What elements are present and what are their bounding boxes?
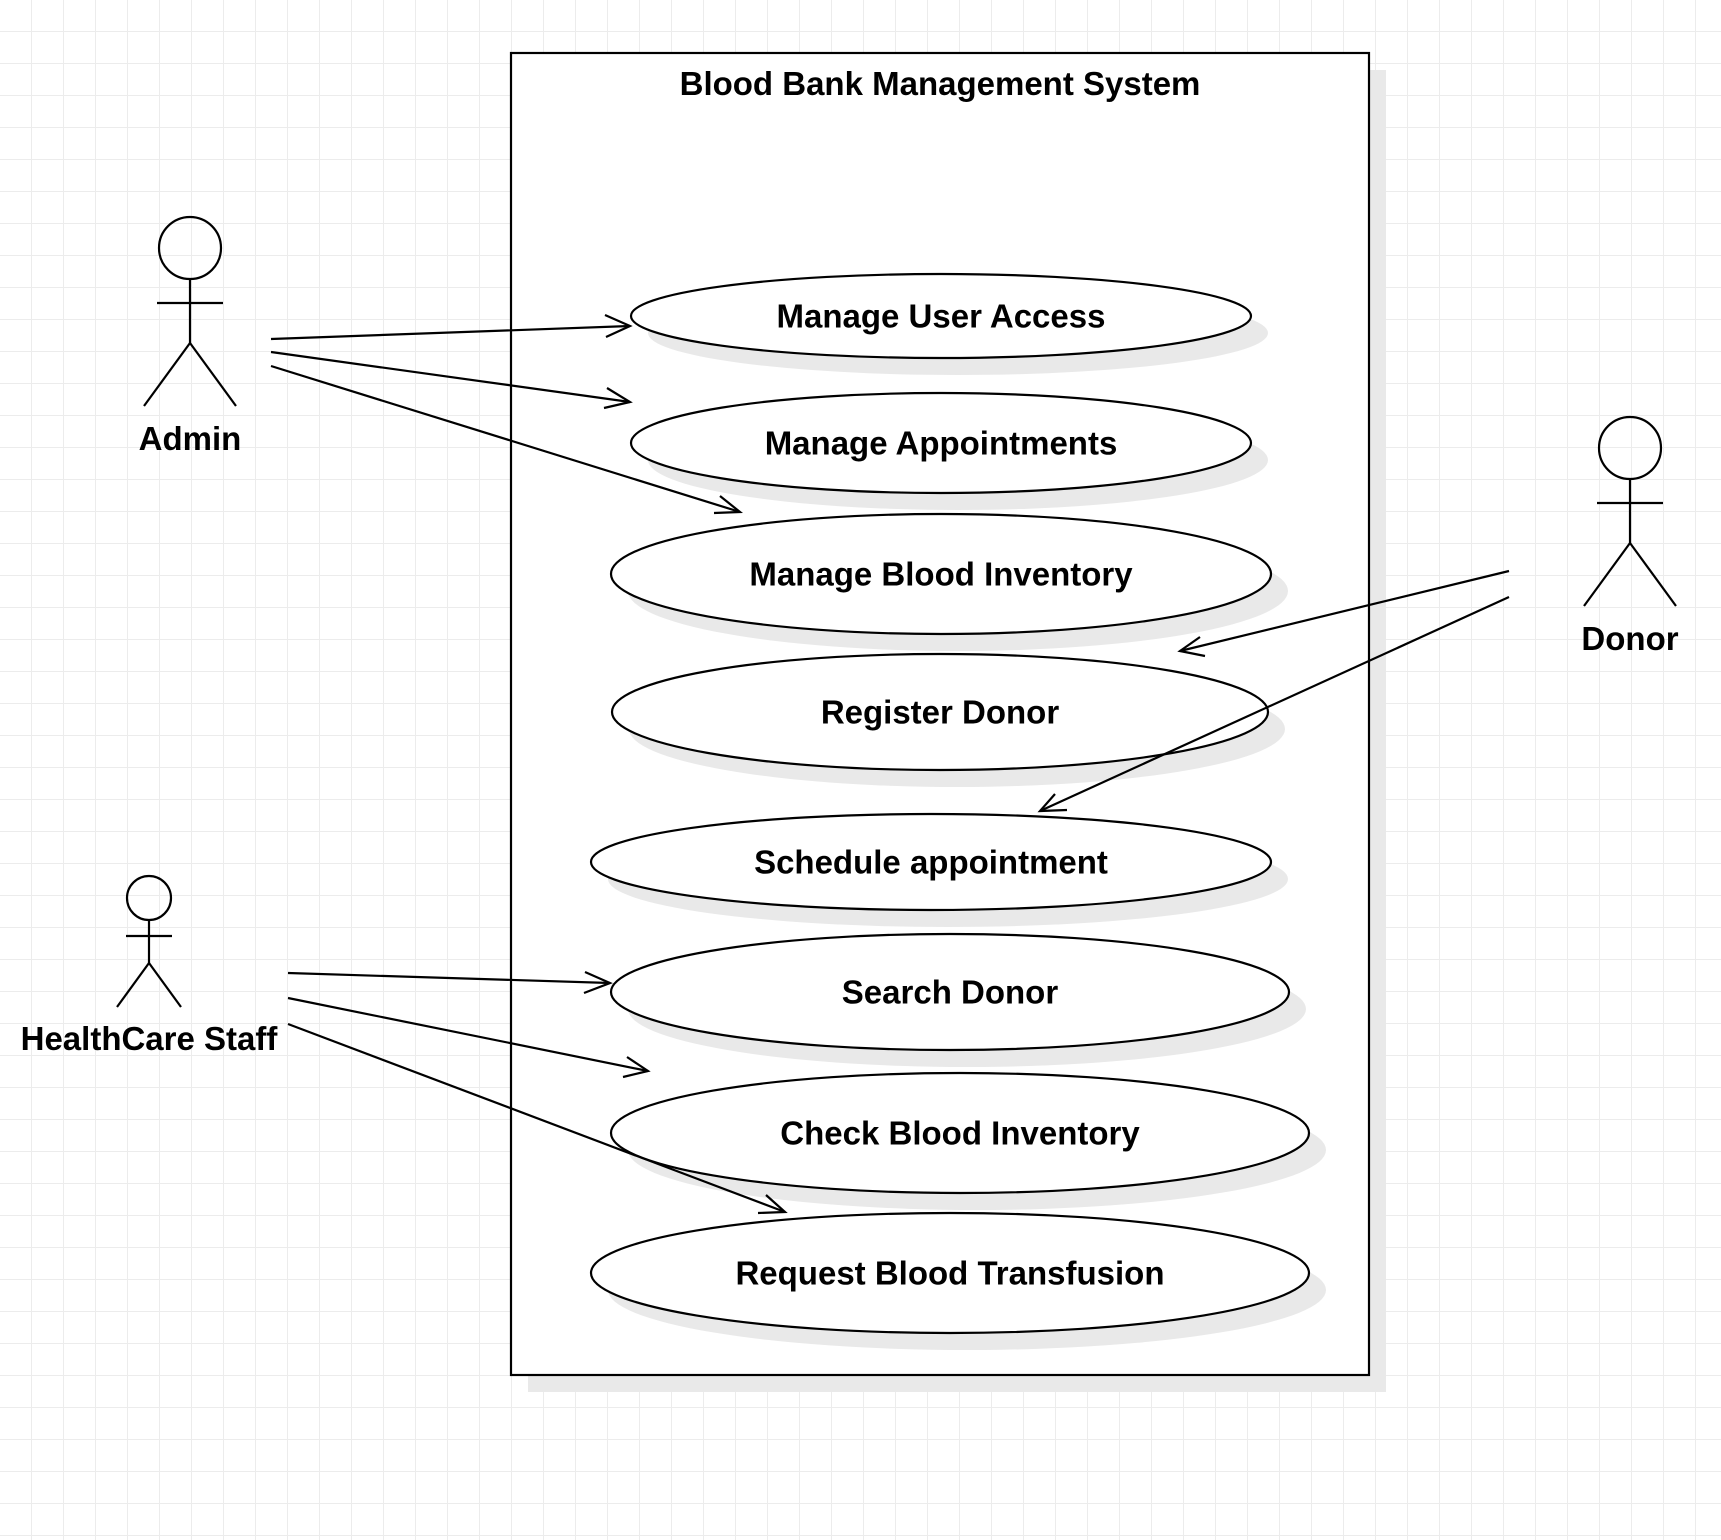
actor-label: Admin	[139, 420, 242, 457]
use-case-label: Check Blood Inventory	[780, 1115, 1140, 1152]
use-case-label: Request Blood Transfusion	[735, 1255, 1164, 1292]
actor-figure-icon	[116, 874, 182, 1008]
association-donor-schedule-appointment[interactable]	[1037, 595, 1510, 813]
association-staff-search-donor[interactable]	[287, 970, 613, 995]
use-case-label: Schedule appointment	[754, 844, 1108, 881]
use-case-label: Manage Blood Inventory	[749, 556, 1133, 593]
use-case-manage-appointments[interactable]: Manage Appointments	[629, 391, 1268, 510]
actor-figure-icon	[143, 215, 237, 407]
use-case-label: Register Donor	[821, 694, 1060, 731]
actor-label: HealthCare Staff	[21, 1020, 279, 1057]
use-case-label: Manage User Access	[777, 298, 1106, 335]
use-case-label: Search Donor	[842, 974, 1059, 1011]
use-case-request-blood-transfusion[interactable]: Request Blood Transfusion	[589, 1211, 1326, 1350]
association-staff-request-blood-transfusion[interactable]	[287, 1022, 788, 1215]
actor-figure-icon	[1583, 415, 1677, 607]
actor-donor[interactable]: Donor	[1581, 415, 1679, 657]
association-donor-register-donor[interactable]	[1177, 569, 1510, 658]
use-case-manage-user-access[interactable]: Manage User Access	[629, 272, 1268, 375]
association-admin-manage-blood-inventory[interactable]	[270, 364, 743, 515]
use-case-manage-blood-inventory[interactable]: Manage Blood Inventory	[609, 512, 1288, 651]
actor-healthcare-staff[interactable]: HealthCare Staff	[21, 874, 279, 1057]
association-staff-check-blood-inventory[interactable]	[287, 996, 651, 1079]
association-admin-manage-user-access[interactable]	[270, 313, 633, 341]
use-case-register-donor[interactable]: Register Donor	[610, 652, 1285, 787]
use-case-schedule-appointment[interactable]: Schedule appointment	[589, 812, 1288, 927]
association-admin-manage-appointments[interactable]	[270, 350, 633, 410]
use-case-label: Manage Appointments	[765, 425, 1118, 462]
use-case-search-donor[interactable]: Search Donor	[609, 932, 1306, 1067]
use-case-check-blood-inventory[interactable]: Check Blood Inventory	[609, 1071, 1326, 1210]
system-title: Blood Bank Management System	[680, 65, 1201, 102]
actor-label: Donor	[1581, 620, 1678, 657]
actor-admin[interactable]: Admin	[139, 215, 242, 457]
